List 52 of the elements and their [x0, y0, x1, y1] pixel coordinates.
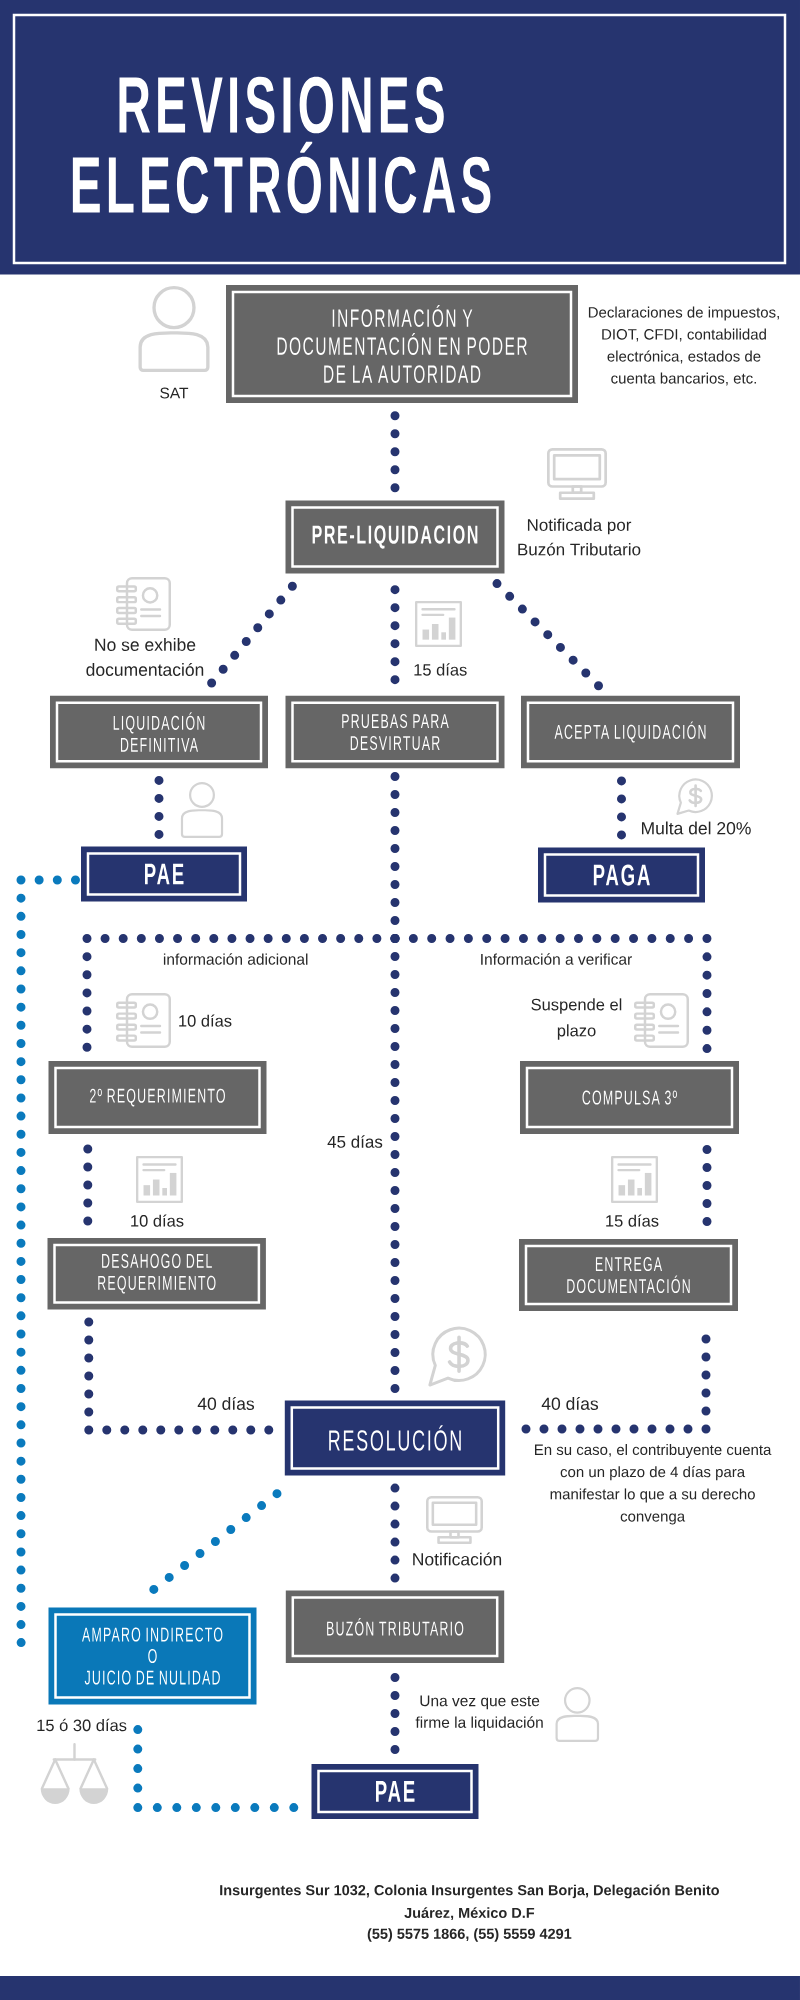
dotted-line — [492, 579, 604, 691]
duration-label: 10 días — [179, 1014, 232, 1027]
title: REVISIONES ELECTRÓNICAS — [72, 76, 491, 214]
note-text: En su caso, el contribuyente cuenta con un plazo de 4 días para manifestar lo que a su derecho convenga — [535, 1444, 772, 1525]
process-box: 2º REQUERIMIENTO — [48, 1061, 267, 1134]
edge-label: 15 ó 30 días — [37, 1718, 127, 1732]
edge-label: Una vez que este firme la liquidación — [415, 1695, 543, 1731]
process-box: ACEPTA LIQUIDACIÓN — [521, 695, 740, 769]
edge-label: 15 días — [606, 1214, 659, 1227]
edge-label: Multa del 20% — [642, 821, 751, 835]
process-box: INFORMACIÓN Y DOCUMENTACIÓN EN PODER DE LA AUTORIDAD — [226, 285, 578, 403]
process-box: DESAHOGO DEL REQUERIMIENTO — [47, 1237, 266, 1310]
process-box: COMPULSA 3º — [520, 1061, 739, 1134]
dotted-line — [207, 581, 297, 688]
dotted-line — [702, 1145, 712, 1227]
process-box: PAGA — [538, 847, 705, 903]
process-box: PAE — [311, 1763, 479, 1819]
side-note: Notificada por Buzón Tributario — [518, 518, 641, 556]
edge-label: Notificación — [413, 1552, 502, 1566]
process-box: PRE-LIQUIDACION — [285, 500, 505, 574]
dotted-line — [133, 1725, 299, 1813]
edge-label: información adicional — [163, 953, 308, 965]
dotted-line — [149, 1489, 282, 1594]
dotted-line — [390, 411, 400, 493]
dotted-line — [154, 775, 164, 839]
dotted-line — [83, 1144, 93, 1226]
icon-caption: SAT — [160, 387, 189, 399]
dotted-line — [617, 776, 626, 840]
edge-label: No se exhibe documentación — [86, 638, 204, 676]
dotted-line — [390, 1483, 400, 1583]
address-text: Insurgentes Sur 1032, Colonia Insurgentes San Borja, Delegación Benito Juárez, México D.F — [220, 1884, 719, 1921]
process-box: PAE — [81, 846, 247, 902]
process-box: BUZÓN TRIBUTARIO — [285, 1590, 505, 1663]
process-box: RESOLUCIÓN — [284, 1400, 506, 1476]
dotted-line — [390, 585, 400, 685]
process-box: PRUEBAS PARA DESVIRTUAR — [285, 695, 505, 769]
note-text: Suspende el plazo — [531, 998, 622, 1040]
dotted-line — [521, 1334, 711, 1434]
phone-text: (55) 5575 1866, (55) 5559 4291 — [367, 1928, 572, 1942]
dotted-line — [390, 934, 400, 1394]
edge-label: 15 días — [414, 663, 467, 676]
process-box: AMPARO INDIRECTO O JUICIO DE NULIDAD — [48, 1607, 257, 1705]
edge-label: 45 días — [327, 1135, 383, 1148]
edge-label: 10 días — [131, 1214, 184, 1227]
edge-label: 40 días — [541, 1396, 599, 1410]
dotted-line — [16, 875, 80, 1648]
dotted-line — [84, 1317, 274, 1435]
dotted-line — [390, 1672, 400, 1754]
process-box: LIQUIDACIÓN DEFINITIVA — [50, 695, 268, 769]
edge-label: 40 días — [197, 1396, 255, 1410]
side-note: Declaraciones de impuestos, DIOT, CFDI, contabilidad electrónica, estados de cuenta bancarios, etc. — [588, 306, 779, 386]
process-box: ENTREGA DOCUMENTACIÓN — [519, 1239, 738, 1311]
